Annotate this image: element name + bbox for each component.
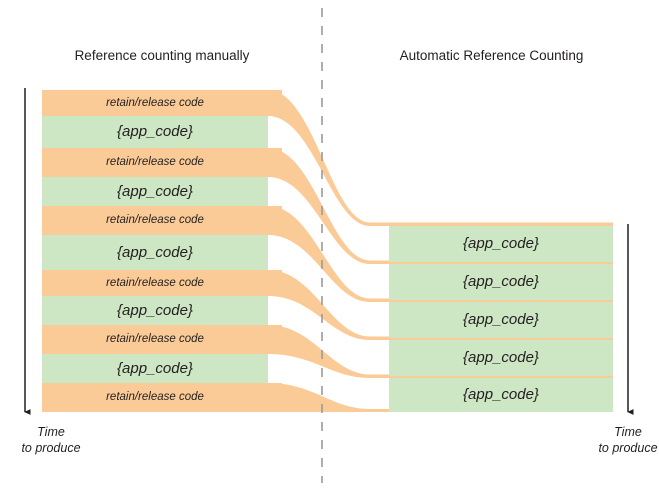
column-title-manual: Reference counting manually bbox=[74, 48, 250, 63]
left-retain-release-block bbox=[42, 325, 282, 354]
left-retain-release-block bbox=[42, 270, 282, 296]
column-title-arc: Automatic Reference Counting bbox=[399, 48, 584, 63]
left-axis-caption: Time to produce bbox=[2, 425, 100, 456]
right-app-code-block bbox=[389, 378, 613, 412]
left-app-code-block bbox=[42, 354, 268, 383]
right-app-code-block bbox=[389, 302, 613, 338]
left-retain-release-block bbox=[42, 148, 282, 177]
right-axis-caption: Time to produce bbox=[588, 425, 659, 456]
left-axis-caption-line2: to produce bbox=[21, 440, 81, 455]
left-app-code-block bbox=[42, 296, 268, 325]
right-app-code-block bbox=[389, 340, 613, 376]
left-app-code-block bbox=[42, 116, 268, 148]
right-axis-caption-line1: Time bbox=[614, 425, 642, 439]
left-retain-release-block bbox=[42, 383, 282, 412]
right-axis-caption-line2: to produce bbox=[598, 440, 658, 455]
right-app-code-block bbox=[389, 264, 613, 300]
left-app-code-block bbox=[42, 177, 268, 206]
right-app-code-block bbox=[389, 226, 613, 262]
left-axis-caption-line1: Time bbox=[37, 425, 65, 439]
left-retain-release-block bbox=[42, 90, 282, 116]
left-retain-release-block bbox=[42, 206, 282, 235]
left-app-code-block bbox=[42, 235, 268, 270]
